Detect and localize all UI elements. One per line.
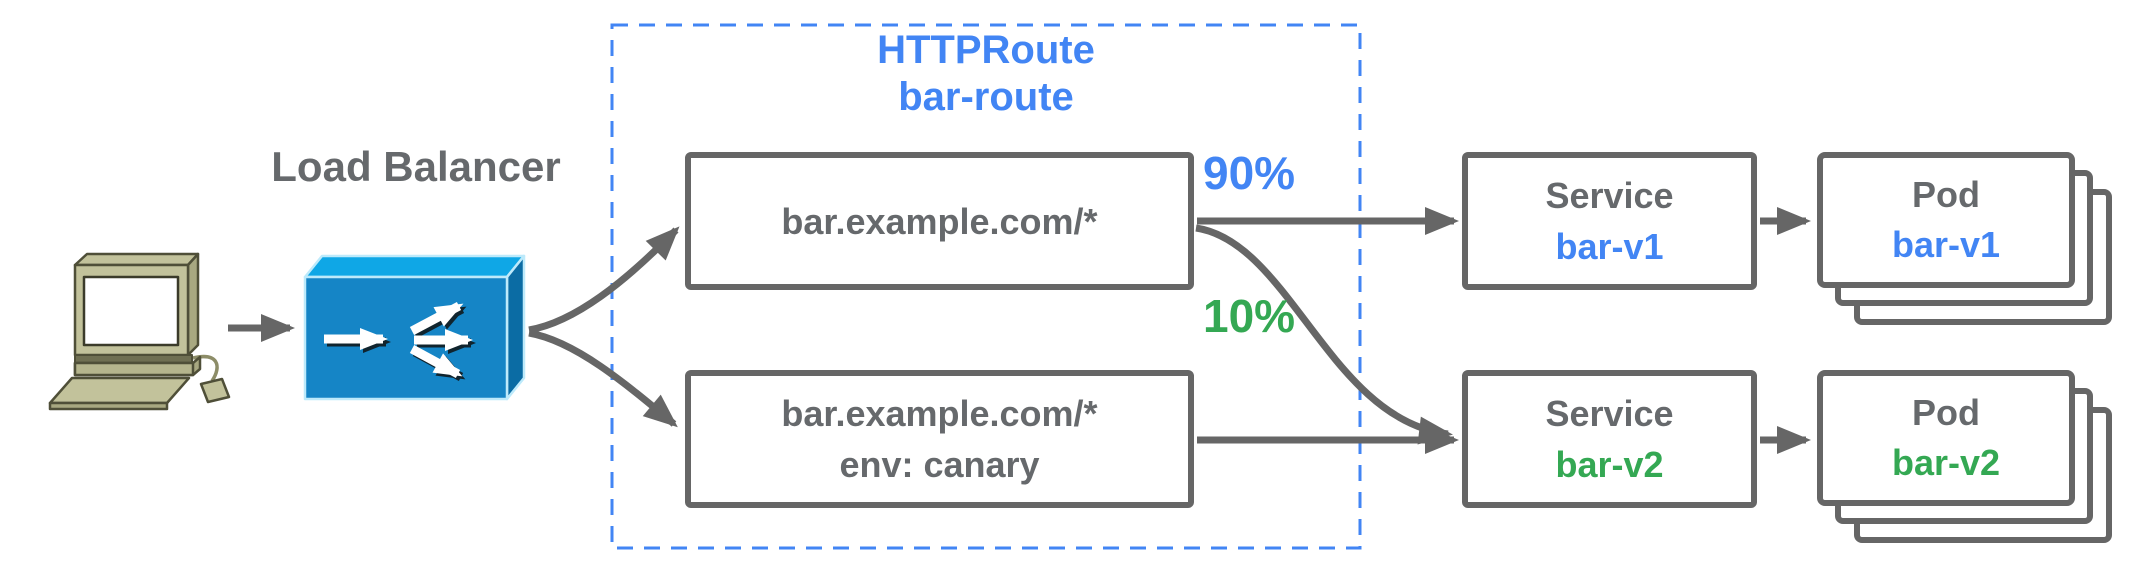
- service-box-bar-v2: Service bar-v2: [1462, 370, 1757, 508]
- load-balancer-label: Load Balancer: [271, 143, 561, 190]
- load-balancer-icon: [303, 254, 526, 401]
- pod-card-bar-v1: Pod bar-v1: [1817, 152, 2075, 288]
- pod-card-bar-v2: Pod bar-v2: [1817, 370, 2075, 506]
- desktop-computer-icon: [48, 252, 231, 411]
- pod-stack-bar-v2: Pod bar-v2: [1817, 370, 2112, 543]
- httproute-title: HTTPRoute bar-route: [612, 27, 1360, 121]
- pod-2-name: bar-v2: [1891, 442, 2001, 483]
- lb-to-rule1-arrow: [528, 226, 680, 334]
- service-box-bar-v1: Service bar-v1: [1462, 152, 1757, 290]
- httproute-title-name: bar-route: [898, 75, 1074, 119]
- rule1-to-service2-curve-arrow: [1195, 224, 1453, 445]
- pod-1-kind: Pod: [1912, 174, 1980, 215]
- service-1-name: bar-v1: [1555, 226, 1664, 267]
- pod-stack-bar-v1: Pod bar-v1: [1817, 152, 2112, 325]
- traffic-weight-90-label: 90%: [1203, 147, 1296, 199]
- lb-to-rule2-arrow: [528, 329, 678, 428]
- service-1-kind: Service: [1545, 175, 1674, 216]
- route-rule-box-1: bar.example.com/*: [685, 152, 1194, 290]
- traffic-weight-10-label: 10%: [1203, 290, 1296, 342]
- route-rule-2-header-match: env: canary: [839, 444, 1040, 485]
- pod-1-name: bar-v1: [1891, 224, 2001, 265]
- httproute-title-kind: HTTPRoute: [877, 28, 1095, 72]
- pod-2-kind: Pod: [1912, 392, 1980, 433]
- service-2-kind: Service: [1545, 393, 1674, 434]
- route-rule-2-host: bar.example.com/*: [781, 393, 1098, 434]
- service-2-name: bar-v2: [1555, 444, 1664, 485]
- route-rule-box-2: bar.example.com/* env: canary: [685, 370, 1194, 508]
- route-rule-1-host: bar.example.com/*: [781, 200, 1098, 242]
